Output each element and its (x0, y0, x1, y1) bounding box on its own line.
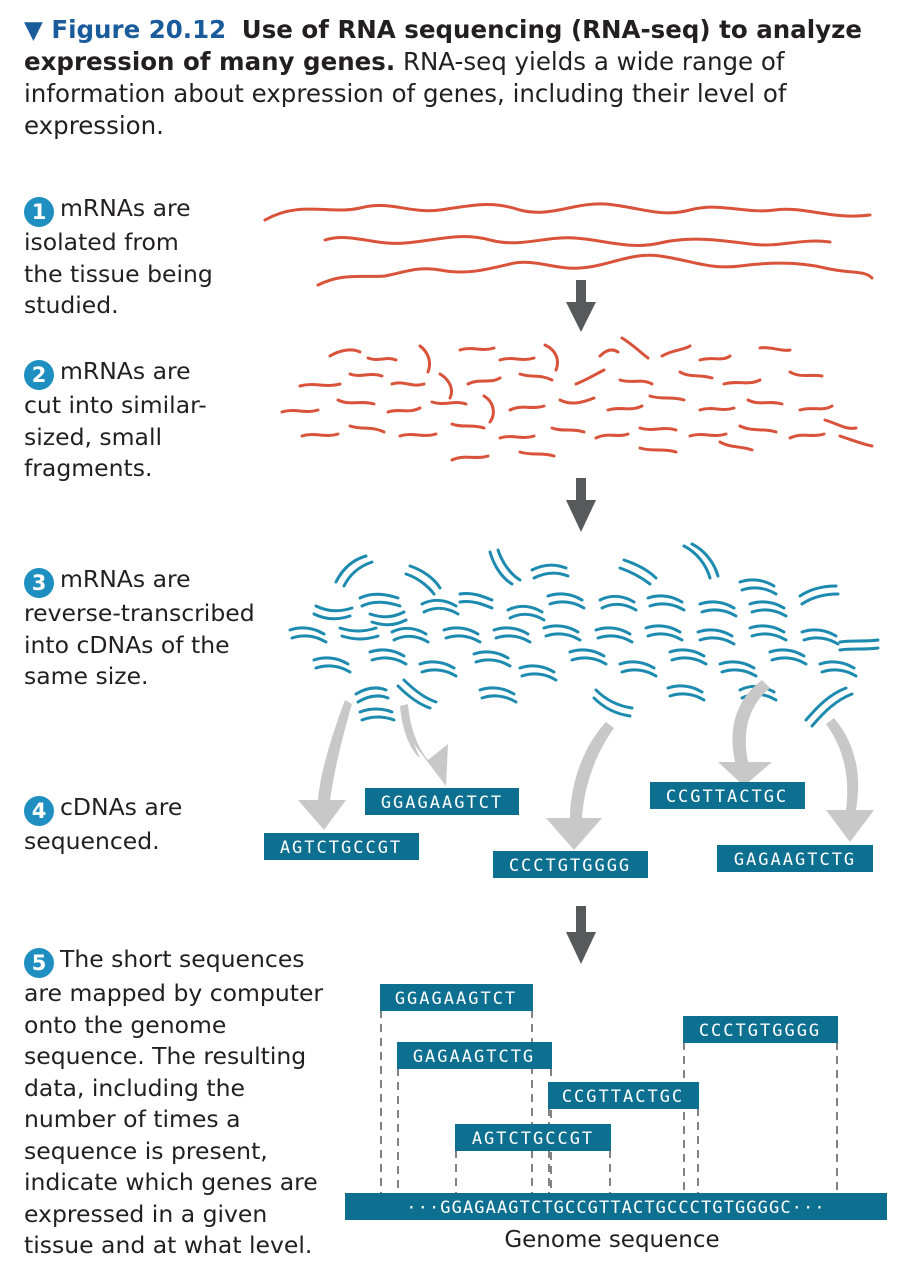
arrow-down-1 (566, 280, 596, 332)
mapped-read-2: CCCTGTGGGG (683, 1016, 838, 1043)
figure-description: RNA-seq yields a wide range of informati… (24, 47, 787, 140)
figure-label: ▼ Figure 20.12 (24, 15, 227, 44)
read-5: GAGAAGTCTG (734, 850, 856, 870)
read-box-5: GAGAAGTCTG (717, 845, 873, 872)
read-box-2: AGTCTGCCGT (264, 833, 419, 860)
mapped-read-5-text: AGTCTGCCGT (472, 1129, 594, 1149)
mapped-read-2-text: CCCTGTGGGG (699, 1021, 821, 1041)
step-3-text: mRNAs are reverse-transcribed into cDNAs… (24, 565, 255, 690)
step-5-badge: 5 (24, 948, 54, 978)
read-4: CCCTGTGGGG (509, 856, 631, 876)
arrow-down-3 (566, 906, 596, 964)
sequencing-arrow-4 (718, 680, 772, 786)
figure-title: Use of RNA sequencing (RNA-seq) to analy… (24, 15, 862, 76)
mrna-strands (263, 202, 874, 287)
mapped-read-5: AGTCTGCCGT (455, 1124, 611, 1151)
sequencing-arrow-5 (826, 718, 874, 842)
read-box-4: CCCTGTGGGG (493, 851, 648, 878)
mapped-read-4-text: CCGTTACTGC (562, 1087, 684, 1107)
mrna-strand-1 (263, 202, 872, 222)
step-2-badge: 2 (24, 360, 54, 390)
mapped-read-3: GAGAAGTCTG (397, 1042, 552, 1069)
step-1-text: mRNAs are isolated from the tissue being… (24, 194, 213, 319)
step-2-text: mRNAs are cut into similar-sized, small … (24, 357, 207, 482)
sequencing-arrow-3 (546, 722, 614, 850)
read-box-3: CCGTTACTGC (650, 782, 805, 809)
step-3-badge: 3 (24, 568, 54, 598)
arrow-down-2 (566, 478, 596, 532)
read-3: CCGTTACTGC (666, 787, 788, 807)
sequenced-reads: GGAGAAGTCT AGTCTGCCGT CCGTTACTGC CCCTGTG… (264, 782, 873, 878)
genome-sequence: ···GGAGAAGTCTGCCGTTACTGCCCTGTGGGGC··· Ge… (345, 1193, 887, 1253)
mrna-fragments (280, 336, 874, 462)
mapped-read-3-text: GAGAAGTCTG (413, 1047, 535, 1067)
mrna-strand-2 (323, 235, 832, 247)
mapped-read-1: GGAGAAGTCT (380, 984, 533, 1011)
read-2: AGTCTGCCGT (280, 838, 402, 858)
genome-sequence-text: ···GGAGAAGTCTGCCGTTACTGCCCTGTGGGGC··· (406, 1198, 825, 1218)
step-4-text: cDNAs are sequenced. (24, 793, 183, 855)
read-1: GGAGAAGTCT (381, 793, 503, 813)
sequencing-arrow-2 (400, 704, 448, 786)
step-4-badge: 4 (24, 796, 54, 826)
mapped-read-4: CCGTTACTGC (548, 1082, 699, 1109)
mrna-strand-3 (316, 253, 874, 287)
sequencing-arrows (298, 680, 874, 850)
step-1-badge: 1 (24, 197, 54, 227)
sequencing-arrow-1 (298, 700, 352, 830)
mapped-read-1-text: GGAGAAGTCT (395, 989, 517, 1009)
read-box-1: GGAGAAGTCT (365, 788, 519, 815)
step-arrows (566, 280, 596, 964)
genome-sequence-label: Genome sequence (504, 1227, 719, 1253)
mapped-reads: GGAGAAGTCT CCCTGTGGGG GAGAAGTCTG CCGTTAC… (380, 984, 838, 1151)
step-5-text: The short sequences are mapped by comput… (24, 945, 324, 1259)
figure-caption: ▼ Figure 20.12 Use of RNA sequencing (RN… (24, 14, 894, 142)
cdna-fragments (288, 542, 880, 728)
